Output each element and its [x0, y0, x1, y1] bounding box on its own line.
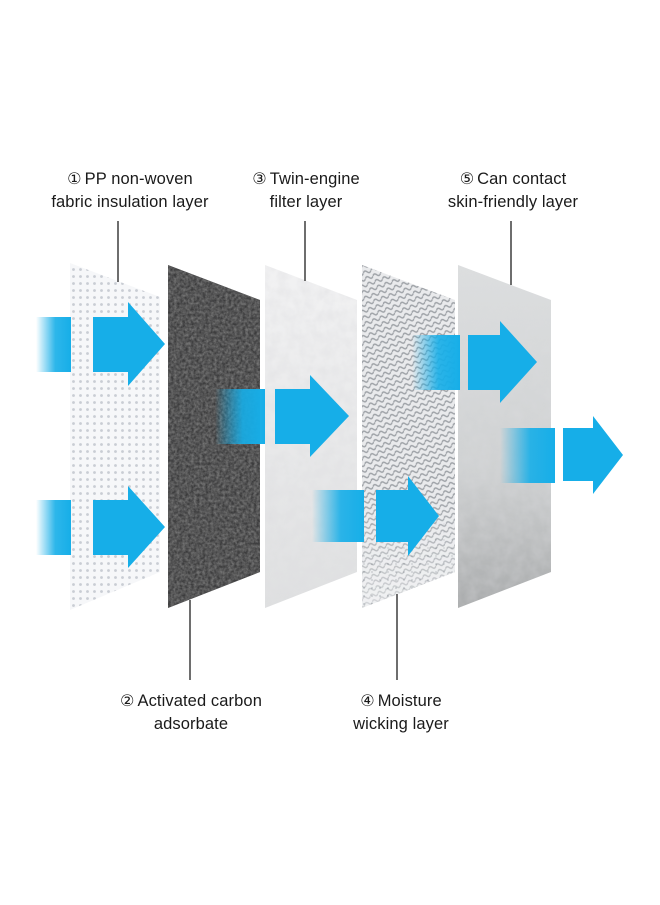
airflow-arrow-4 [312, 476, 439, 556]
airflow-arrow-3 [215, 375, 349, 457]
layer-4-moisture-wicking-panel [362, 265, 455, 608]
number-badge-3: ③ [252, 171, 267, 188]
airflow-arrow-1 [36, 302, 165, 386]
label-layer-2-line2: adsorbate [153, 715, 229, 733]
label-layer-3-line2: filter layer [269, 193, 343, 211]
airflow-arrow-6 [500, 416, 623, 494]
layer-2-activated-carbon-panel [168, 265, 260, 608]
number-badge-5: ⑤ [459, 171, 475, 188]
number-badge-4: ④ [360, 693, 375, 710]
label-layer-1-line2: fabric insulation layer [51, 193, 209, 211]
number-badge-1: ① [67, 171, 82, 188]
airflow-arrow-5 [412, 321, 537, 403]
label-layer-5-line2: skin-friendly layer [447, 193, 579, 211]
airflow-arrow-2 [36, 486, 165, 568]
label-layer-4-line2: wicking layer [353, 715, 449, 733]
number-badge-2: ② [120, 693, 135, 710]
layer-1-pp-nonwoven-panel [70, 263, 160, 610]
